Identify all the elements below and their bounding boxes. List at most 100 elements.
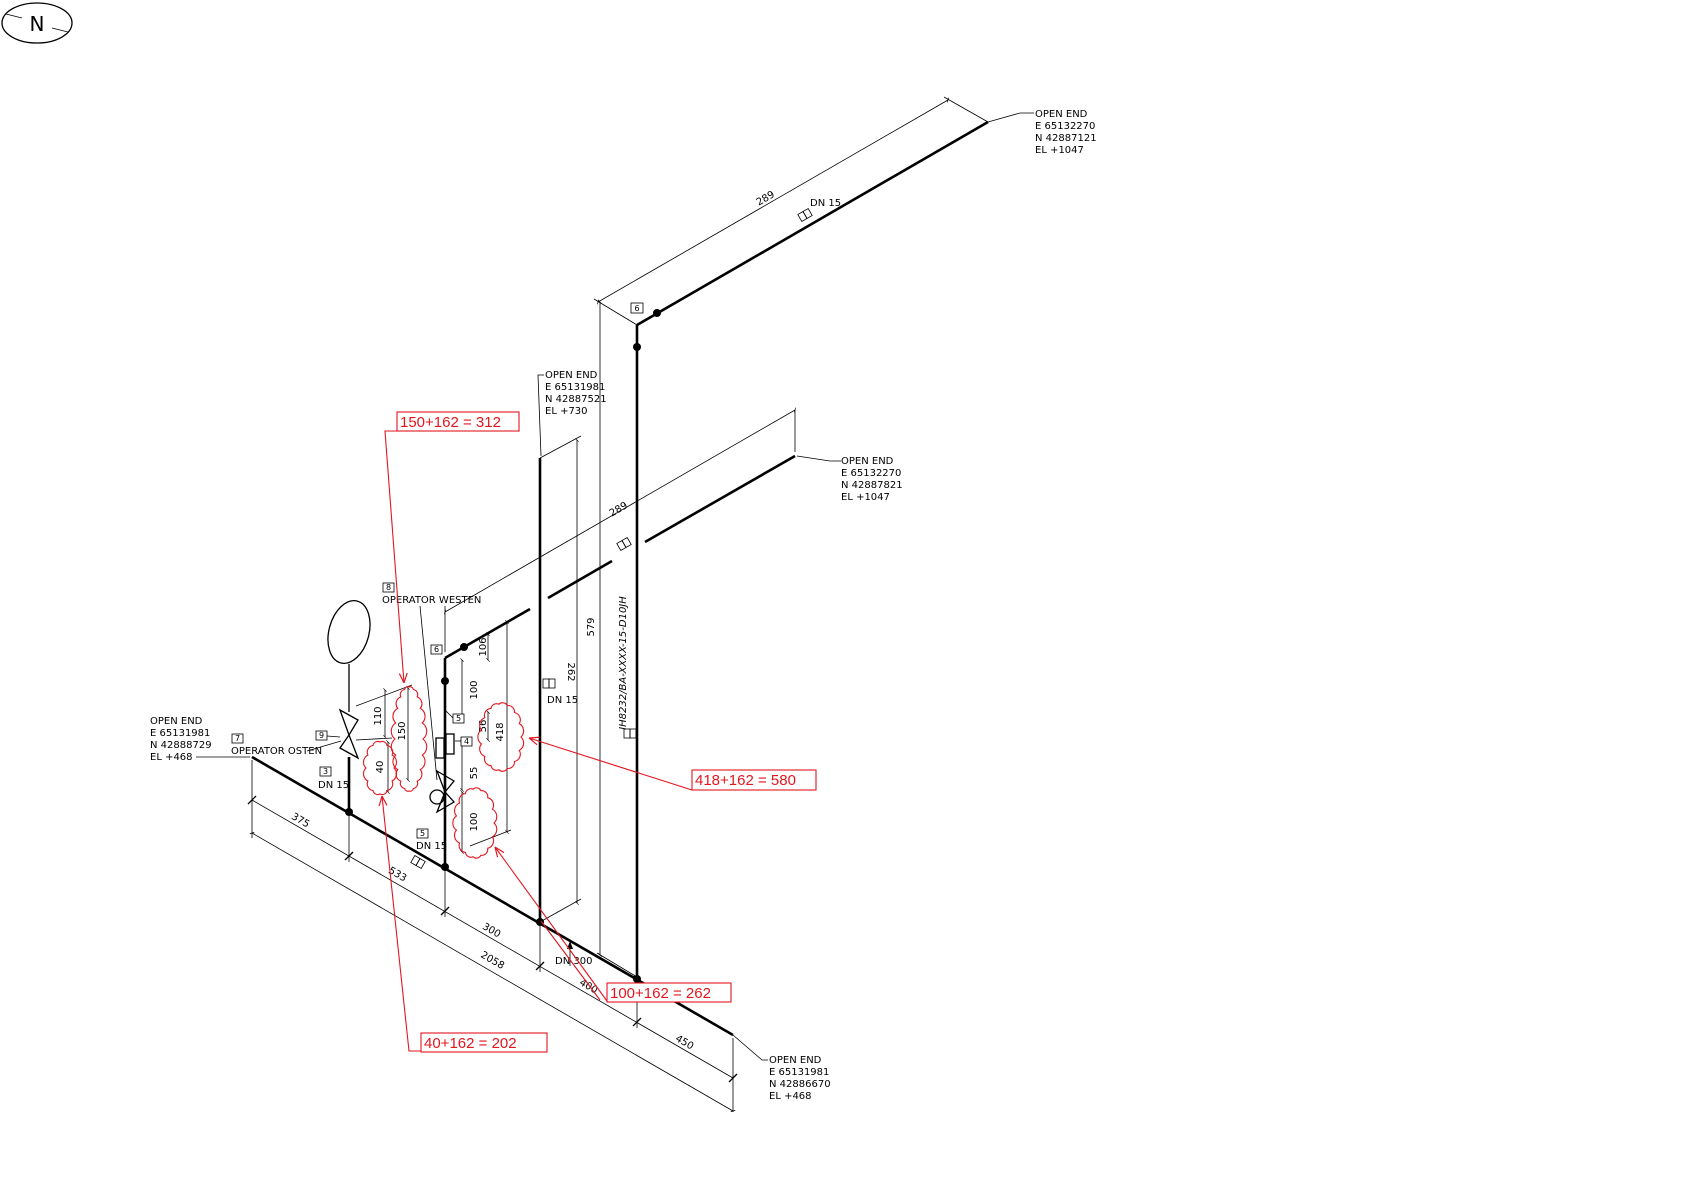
item-tag: 3	[319, 766, 332, 777]
dimension-text: 400	[577, 977, 599, 996]
valve-body-upper	[338, 708, 359, 737]
dimension-text: 55	[469, 767, 480, 780]
open-end-northing: N 42887521	[545, 394, 607, 405]
spool-mark-box	[629, 728, 637, 739]
extension-line	[355, 684, 413, 707]
dimension-tick	[535, 961, 545, 971]
north-arrow-icon: N	[1, 2, 73, 44]
dimension-text: 289	[608, 500, 630, 519]
valve-body-lower	[339, 733, 360, 760]
markup-note-box	[396, 411, 520, 432]
item-tag: 7	[231, 733, 244, 744]
gate-valve-icon	[327, 600, 371, 760]
markup-note-text: 418+162 = 580	[695, 772, 796, 789]
extension-line	[943, 96, 989, 123]
open-end-title: OPEN END	[1035, 109, 1088, 120]
open-end-leader	[796, 455, 841, 462]
dimension-text: 150	[397, 721, 408, 740]
dimension-tick	[247, 795, 257, 805]
markup-leader-arrow	[495, 847, 608, 1002]
item-tag-number: 5	[456, 714, 461, 723]
item-tag: 6	[430, 644, 443, 655]
dimension-tick	[440, 906, 450, 916]
operator-leader	[306, 740, 342, 752]
item-tag-number: 8	[386, 583, 391, 592]
open-end-title: OPEN END	[150, 716, 203, 727]
markup-note-text: 100+162 = 262	[610, 985, 711, 1002]
pipe-size-label: DN 15	[547, 695, 578, 706]
markup-note-box	[420, 1032, 548, 1053]
revision-cloud	[390, 686, 428, 792]
markup-note-box	[606, 982, 732, 1003]
weld-point	[633, 975, 641, 983]
revision-cloud	[362, 740, 398, 796]
markup-note-box	[691, 769, 817, 791]
item-tag-box	[630, 302, 644, 314]
spool-mark-icon	[616, 536, 632, 552]
item-tag-box	[315, 730, 328, 741]
flange-icon	[445, 733, 455, 755]
dimension-line	[249, 832, 736, 1112]
item-tag: 8	[382, 582, 395, 593]
open-end-easting: E 65132270	[1035, 121, 1095, 132]
open-end-northing: N 42888729	[150, 740, 212, 751]
dimension-tick	[632, 1017, 642, 1027]
item-tag-number: 5	[420, 829, 425, 838]
north-letter: N	[30, 12, 45, 36]
spool-mark-box	[415, 857, 426, 870]
revision-cloud	[477, 702, 525, 772]
dimension-text: 300	[480, 921, 502, 940]
open-end-easting: E 65131981	[150, 728, 210, 739]
spool-mark-box	[548, 678, 556, 689]
operator-label: OPERATOR OSTEN	[231, 746, 322, 757]
valve-body-upper	[435, 769, 455, 794]
spool-mark-box	[802, 207, 813, 220]
open-end-label-left: OPEN END E 65131981 N 42888729 EL +468	[150, 716, 212, 763]
spool-mark-box	[542, 678, 550, 689]
dimension-text: 579	[586, 617, 597, 636]
item-tag-number: 6	[434, 645, 439, 654]
line-number-label: IH8232/BA-XXXX-15-D10JH	[618, 596, 629, 730]
handwheel-icon	[429, 789, 445, 805]
markup-leader-arrow	[529, 738, 693, 791]
open-end-elevation: EL +468	[769, 1091, 812, 1102]
markup-note: 40+162 = 202	[420, 1032, 548, 1053]
dimension-text: 106	[478, 637, 489, 656]
dimension-text: 40	[375, 761, 386, 774]
item-tag-number: 6	[634, 304, 639, 313]
item-tag-box	[430, 644, 443, 655]
open-end-northing: N 42887121	[1035, 133, 1097, 144]
operator-leader	[419, 605, 438, 781]
pipe-size-label: DN 15	[416, 841, 447, 852]
dimension-text: 110	[373, 706, 384, 725]
middle-branch-pipe	[644, 454, 796, 544]
dimension-text: 100	[469, 680, 480, 699]
open-end-easting: E 65131981	[545, 382, 605, 393]
open-end-label-middle-right: OPEN END E 65132270 N 42887821 EL +1047	[841, 456, 903, 503]
size-leader-arrow-icon	[567, 941, 573, 949]
item-tag: 6	[630, 302, 644, 314]
tag-leader	[326, 735, 341, 738]
weld-point	[653, 309, 661, 317]
open-end-elevation: EL +730	[545, 406, 588, 417]
open-end-title: OPEN END	[841, 456, 894, 467]
item-tag-box	[319, 766, 332, 777]
dimension-tick	[344, 851, 354, 861]
pipe-size-label: DN 300	[555, 956, 592, 967]
spool-mark-icon	[623, 728, 637, 739]
dimension-text: 56	[478, 720, 489, 733]
dimension-line	[444, 407, 796, 615]
spool-mark-icon	[410, 854, 426, 870]
open-end-elevation: EL +1047	[1035, 145, 1084, 156]
dimension-line	[597, 97, 949, 305]
markup-leader-arrow	[382, 796, 421, 1052]
open-end-label-riser-top: OPEN END E 65131981 N 42887521 EL +730	[545, 370, 607, 417]
extension-line	[596, 952, 638, 978]
markup-note: 100+162 = 262	[606, 982, 732, 1003]
markup-note-text: 150+162 = 312	[400, 414, 501, 431]
top-branch-pipe	[636, 120, 989, 327]
dimension-ticks	[247, 795, 738, 1083]
open-end-northing: N 42886670	[769, 1079, 831, 1090]
open-end-easting: E 65132270	[841, 468, 901, 479]
item-tag-box	[416, 828, 429, 839]
